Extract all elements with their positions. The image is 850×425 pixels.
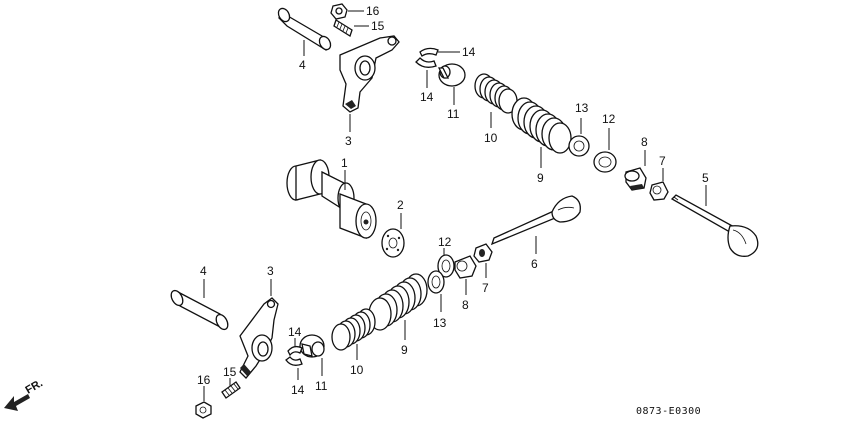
part-15-screw-bottom xyxy=(221,381,241,399)
callout-15-top: 15 xyxy=(371,19,385,33)
callout-15-bottom: 15 xyxy=(223,365,237,379)
callout-2: 2 xyxy=(397,198,404,212)
callout-8-top: 8 xyxy=(641,135,648,149)
callout-10-bottom: 10 xyxy=(350,363,364,377)
front-label: FR. xyxy=(24,377,45,396)
callout-9-bottom: 9 xyxy=(401,343,408,357)
callout-16-bottom: 16 xyxy=(197,373,211,387)
callout-11-top: 11 xyxy=(447,107,460,121)
callout-13-top: 13 xyxy=(575,101,589,115)
callout-1: 1 xyxy=(341,156,348,170)
part-7-guide-top xyxy=(649,181,669,201)
callout-10-top: 10 xyxy=(484,131,498,145)
part-16-nut-top xyxy=(330,3,348,20)
callout-4-top: 4 xyxy=(299,58,306,72)
callout-9-top: 9 xyxy=(537,171,544,185)
callout-12-top: 12 xyxy=(602,112,616,126)
part-9-outer-spring-top xyxy=(511,97,572,154)
callout-5: 5 xyxy=(702,171,709,185)
callout-14-top-b: 14 xyxy=(420,90,434,104)
part-14-cotters-top xyxy=(415,47,439,68)
part-8-stem-seal-top xyxy=(624,167,647,191)
callout-14-top-a: 14 xyxy=(462,45,476,59)
callout-8-bottom: 8 xyxy=(462,298,469,312)
part-12-washer-bottom xyxy=(437,254,455,278)
part-16-nut-bottom xyxy=(195,401,212,419)
part-9-outer-spring-bottom xyxy=(368,273,428,331)
part-4-pin-bottom xyxy=(170,289,229,331)
callout-13-bottom: 13 xyxy=(433,316,447,330)
part-3-rocker-arm-bottom xyxy=(239,297,279,379)
part-13-spring-seat-bottom xyxy=(427,270,445,294)
callout-7-top: 7 xyxy=(659,154,666,168)
part-11-retainer-bottom xyxy=(299,334,325,358)
part-1-camshaft xyxy=(286,159,377,239)
callout-16-top: 16 xyxy=(366,4,380,18)
part-10-inner-spring-bottom xyxy=(331,308,376,351)
callout-4-bottom: 4 xyxy=(200,264,207,278)
part-3-rocker-arm-top xyxy=(339,35,400,113)
part-13-spring-seat-top xyxy=(568,135,590,157)
part-7-guide-bottom xyxy=(473,243,493,263)
callout-11-bottom: 11 xyxy=(315,379,328,393)
part-12-washer-top xyxy=(593,151,617,173)
part-4-pin-top xyxy=(277,7,332,51)
part-14-cotters-bottom xyxy=(285,345,303,366)
part-10-inner-spring-top xyxy=(474,73,518,114)
callout-12-bottom: 12 xyxy=(438,235,452,249)
part-6-intake-valve xyxy=(490,195,581,246)
part-11-retainer-top xyxy=(437,63,466,87)
part-15-screw-top xyxy=(333,19,353,37)
callout-3-bottom: 3 xyxy=(267,264,274,278)
part-2-plate xyxy=(381,228,405,258)
front-direction-arrow xyxy=(4,394,30,411)
drawing-code: 0873-E0300 xyxy=(636,406,701,417)
callout-3-top: 3 xyxy=(345,134,352,148)
callout-14-bottom-b: 14 xyxy=(291,383,305,397)
part-5-exhaust-valve xyxy=(670,194,759,257)
callout-7-bottom: 7 xyxy=(482,281,489,295)
callout-6: 6 xyxy=(531,257,538,271)
part-8-stem-seal-bottom xyxy=(454,255,477,279)
callout-14-bottom-a: 14 xyxy=(288,325,302,339)
